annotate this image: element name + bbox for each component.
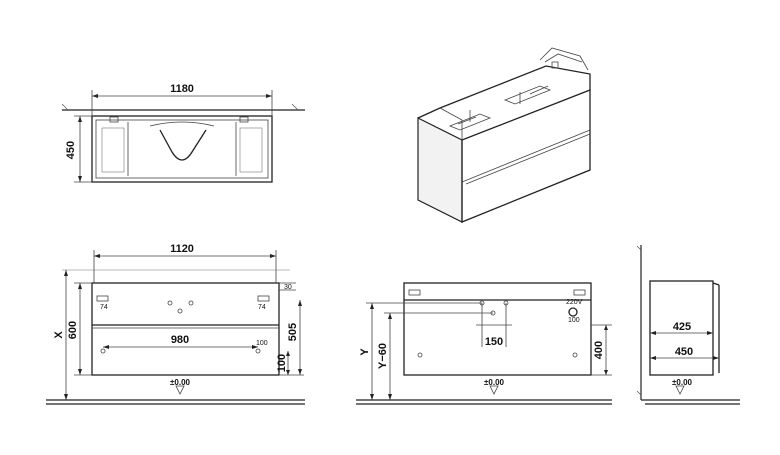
- side-depth-inner-label: 425: [673, 321, 691, 333]
- back-center-label: 150: [485, 336, 503, 348]
- front-height-label: 600: [67, 321, 79, 339]
- front-corner-right-label: 74: [258, 304, 266, 311]
- front-handle-span-label: 980: [171, 334, 189, 346]
- back-socket-label: 100: [568, 317, 580, 324]
- front-handle-offset-label: 100: [256, 340, 268, 347]
- back-height-var-label: Y−60: [377, 343, 389, 369]
- back-view: 220V 100 150 400 Y Y−60 ±0.00: [356, 282, 612, 405]
- back-height-label: 400: [593, 341, 605, 359]
- back-floor-label: ±0.00: [484, 378, 505, 387]
- top-width-label: 1180: [170, 83, 194, 95]
- side-view: 425 450 ±0.00: [636, 245, 740, 405]
- front-corner-left-label: 74: [100, 304, 108, 311]
- back-voltage-label: 220V: [566, 299, 583, 306]
- front-height-var-label: X: [53, 331, 65, 339]
- front-view: 74 74 1120 30 X 600 505: [46, 243, 305, 405]
- front-bottom-offset-label: 100: [276, 354, 288, 372]
- side-depth-outer-label: 450: [675, 346, 693, 358]
- front-top-offset-label: 30: [284, 284, 292, 291]
- front-floor-label: ±0.00: [170, 378, 191, 387]
- top-depth-label: 450: [65, 141, 77, 159]
- back-y-label: Y: [359, 348, 371, 356]
- isometric-view: [417, 47, 591, 223]
- side-floor-label: ±0.00: [672, 378, 693, 387]
- top-view: 1180 450: [61, 83, 305, 183]
- front-inner-width-label: 1120: [170, 243, 194, 255]
- front-lower-height-label: 505: [287, 323, 299, 341]
